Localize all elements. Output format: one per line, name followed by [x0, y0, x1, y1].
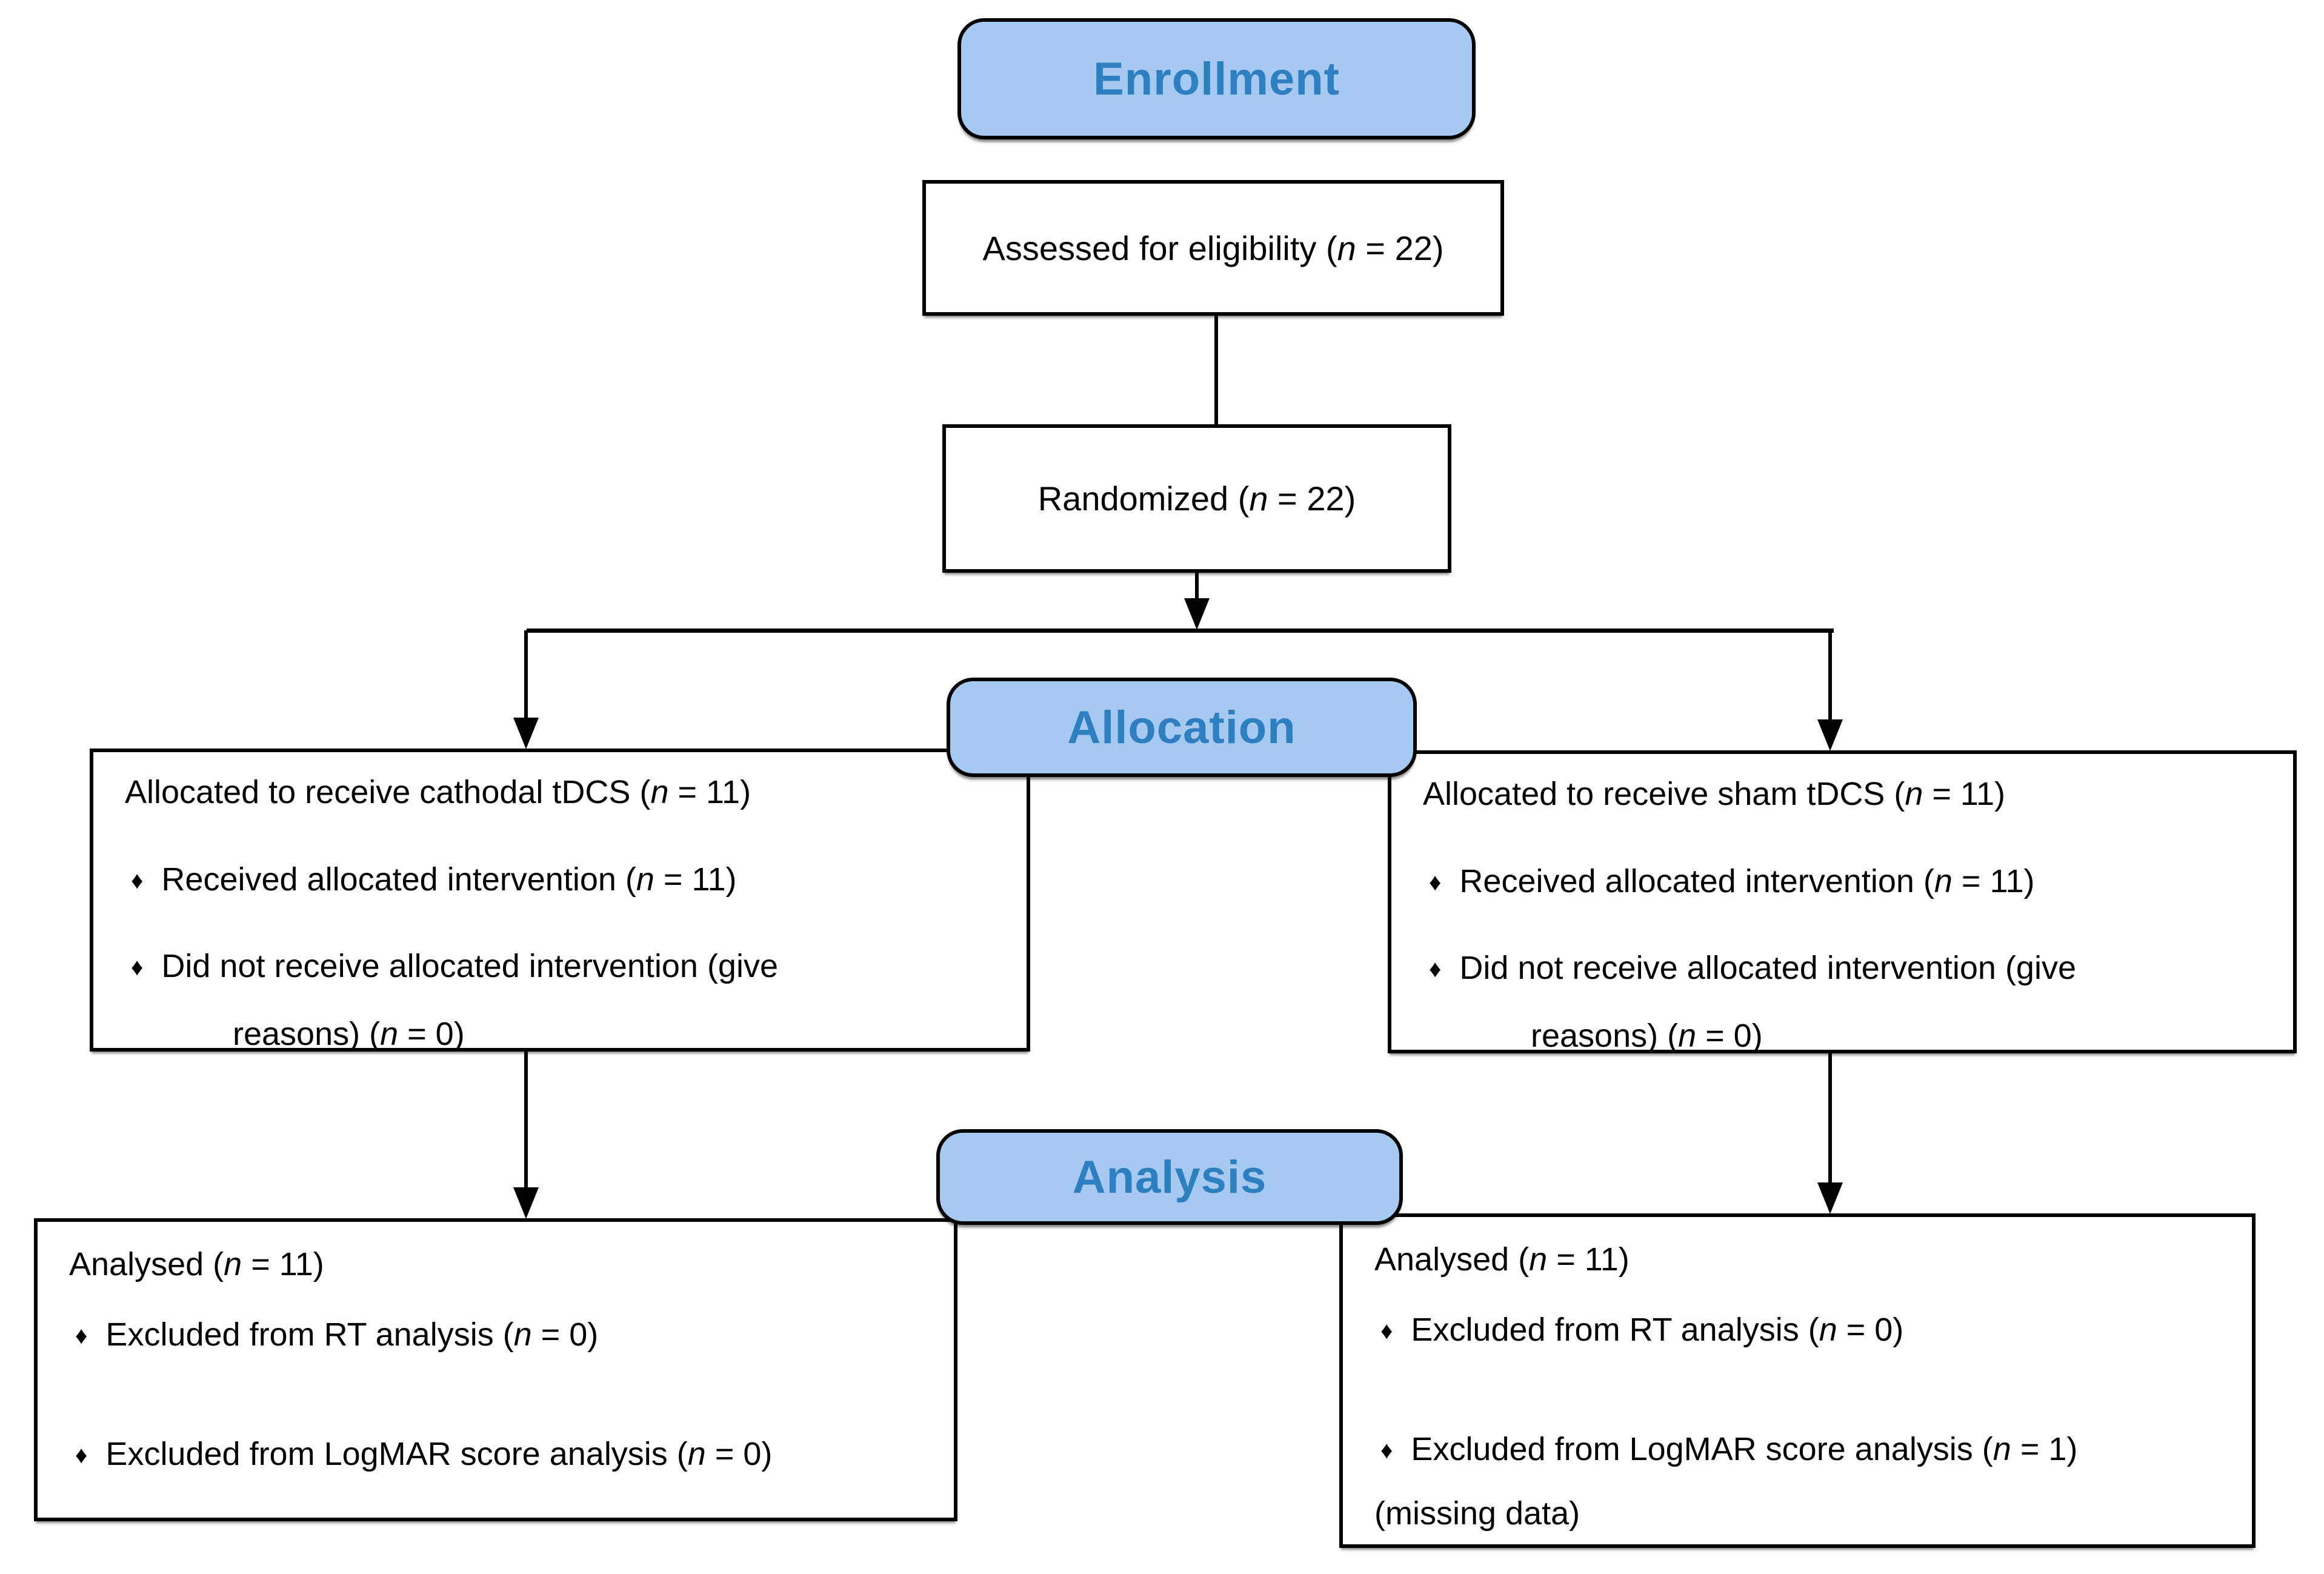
- diamond-bullet-icon: ♦: [1429, 955, 1442, 982]
- diamond-bullet-icon: ♦: [1380, 1318, 1393, 1345]
- excluded-rt-text: Excluded from RT analysis (n = 0): [105, 1316, 599, 1353]
- received-intervention-text: Received allocated intervention (n = 11): [161, 861, 737, 898]
- received-intervention-text: Received allocated intervention (n = 11): [1459, 863, 2035, 900]
- allocation-cathodal-box: Allocated to receive cathodal tDCS (n = …: [90, 749, 1030, 1052]
- enrollment-stage-text: Enrollment: [1093, 53, 1340, 105]
- allocation-stage-text: Allocation: [1067, 701, 1296, 753]
- split-line: [527, 629, 1834, 633]
- connector-assessed-to-randomized: [1214, 313, 1218, 425]
- analysis-stage-label: Analysis: [936, 1129, 1403, 1225]
- diamond-bullet-icon: ♦: [131, 867, 144, 895]
- arrow-down-icon: [513, 718, 539, 749]
- connector-split-to-alloc-right: [1828, 630, 1832, 720]
- allocation-sham-title: Allocated to receive sham tDCS (n = 11): [1423, 776, 2005, 812]
- list-item: ♦ Excluded from RT analysis (n = 0): [1380, 1312, 2234, 1348]
- connector-alloc-right-to-analysis-right: [1828, 1052, 1832, 1184]
- diamond-bullet-icon: ♦: [1429, 869, 1442, 896]
- allocation-stage-label: Allocation: [947, 678, 1417, 777]
- arrow-down-icon: [1817, 719, 1843, 751]
- excluded-logmar-text: Excluded from LogMAR score analysis (n =…: [1411, 1430, 2078, 1467]
- did-not-receive-text: Did not receive allocated intervention (…: [1459, 949, 2076, 986]
- analysis-cathodal-box: Analysed (n = 11) ♦ Excluded from RT ana…: [34, 1218, 957, 1521]
- randomized-box: Randomized (n = 22): [942, 424, 1451, 573]
- analysed-title: Analysed (n = 11): [1374, 1241, 1630, 1278]
- diamond-bullet-icon: ♦: [1380, 1436, 1393, 1464]
- list-item: ♦ Excluded from RT analysis (n = 0): [75, 1316, 936, 1353]
- randomized-text: Randomized (n = 22): [1037, 479, 1356, 518]
- connector-randomized-to-split: [1195, 572, 1199, 604]
- enrollment-stage-label: Enrollment: [957, 18, 1476, 139]
- analysis-stage-text: Analysis: [1072, 1151, 1267, 1203]
- allocation-cathodal-title: Allocated to receive cathodal tDCS (n = …: [125, 774, 751, 810]
- analysis-sham-box: Analysed (n = 11) ♦ Excluded from RT ana…: [1339, 1213, 2256, 1548]
- arrow-down-icon: [1817, 1182, 1843, 1214]
- did-not-receive-text: Did not receive allocated intervention (…: [161, 947, 778, 984]
- assessed-for-eligibility-box: Assessed for eligibility (n = 22): [922, 180, 1504, 316]
- diamond-bullet-icon: ♦: [75, 1322, 88, 1350]
- list-item: ♦ Excluded from LogMAR score analysis (n…: [1380, 1431, 2234, 1467]
- diamond-bullet-icon: ♦: [75, 1441, 88, 1469]
- list-item: ♦ Received allocated intervention (n = 1…: [1429, 863, 2275, 899]
- connector-split-to-alloc-left: [524, 630, 528, 719]
- arrow-down-icon: [1184, 598, 1210, 630]
- allocation-sham-box: Allocated to receive sham tDCS (n = 11) …: [1388, 750, 2297, 1055]
- list-item: ♦ Received allocated intervention (n = 1…: [131, 861, 1008, 898]
- list-item: ♦ Did not receive allocated intervention…: [131, 948, 1008, 984]
- reasons-continuation-text: reasons) (n = 0): [1531, 1018, 1763, 1055]
- analysed-title: Analysed (n = 11): [69, 1246, 324, 1282]
- excluded-rt-text: Excluded from RT analysis (n = 0): [1411, 1312, 1904, 1349]
- assessed-text: Assessed for eligibility (n = 22): [982, 228, 1444, 267]
- arrow-down-icon: [513, 1187, 539, 1219]
- diamond-bullet-icon: ♦: [131, 953, 144, 981]
- list-item: ♦ Excluded from LogMAR score analysis (n…: [75, 1436, 936, 1472]
- excluded-logmar-text: Excluded from LogMAR score analysis (n =…: [105, 1435, 773, 1472]
- list-item: ♦ Did not receive allocated intervention…: [1429, 950, 2275, 986]
- missing-data-note: (missing data): [1374, 1495, 1580, 1532]
- reasons-continuation-text: reasons) (n = 0): [233, 1016, 465, 1053]
- connector-alloc-left-to-analysis-left: [524, 1050, 528, 1188]
